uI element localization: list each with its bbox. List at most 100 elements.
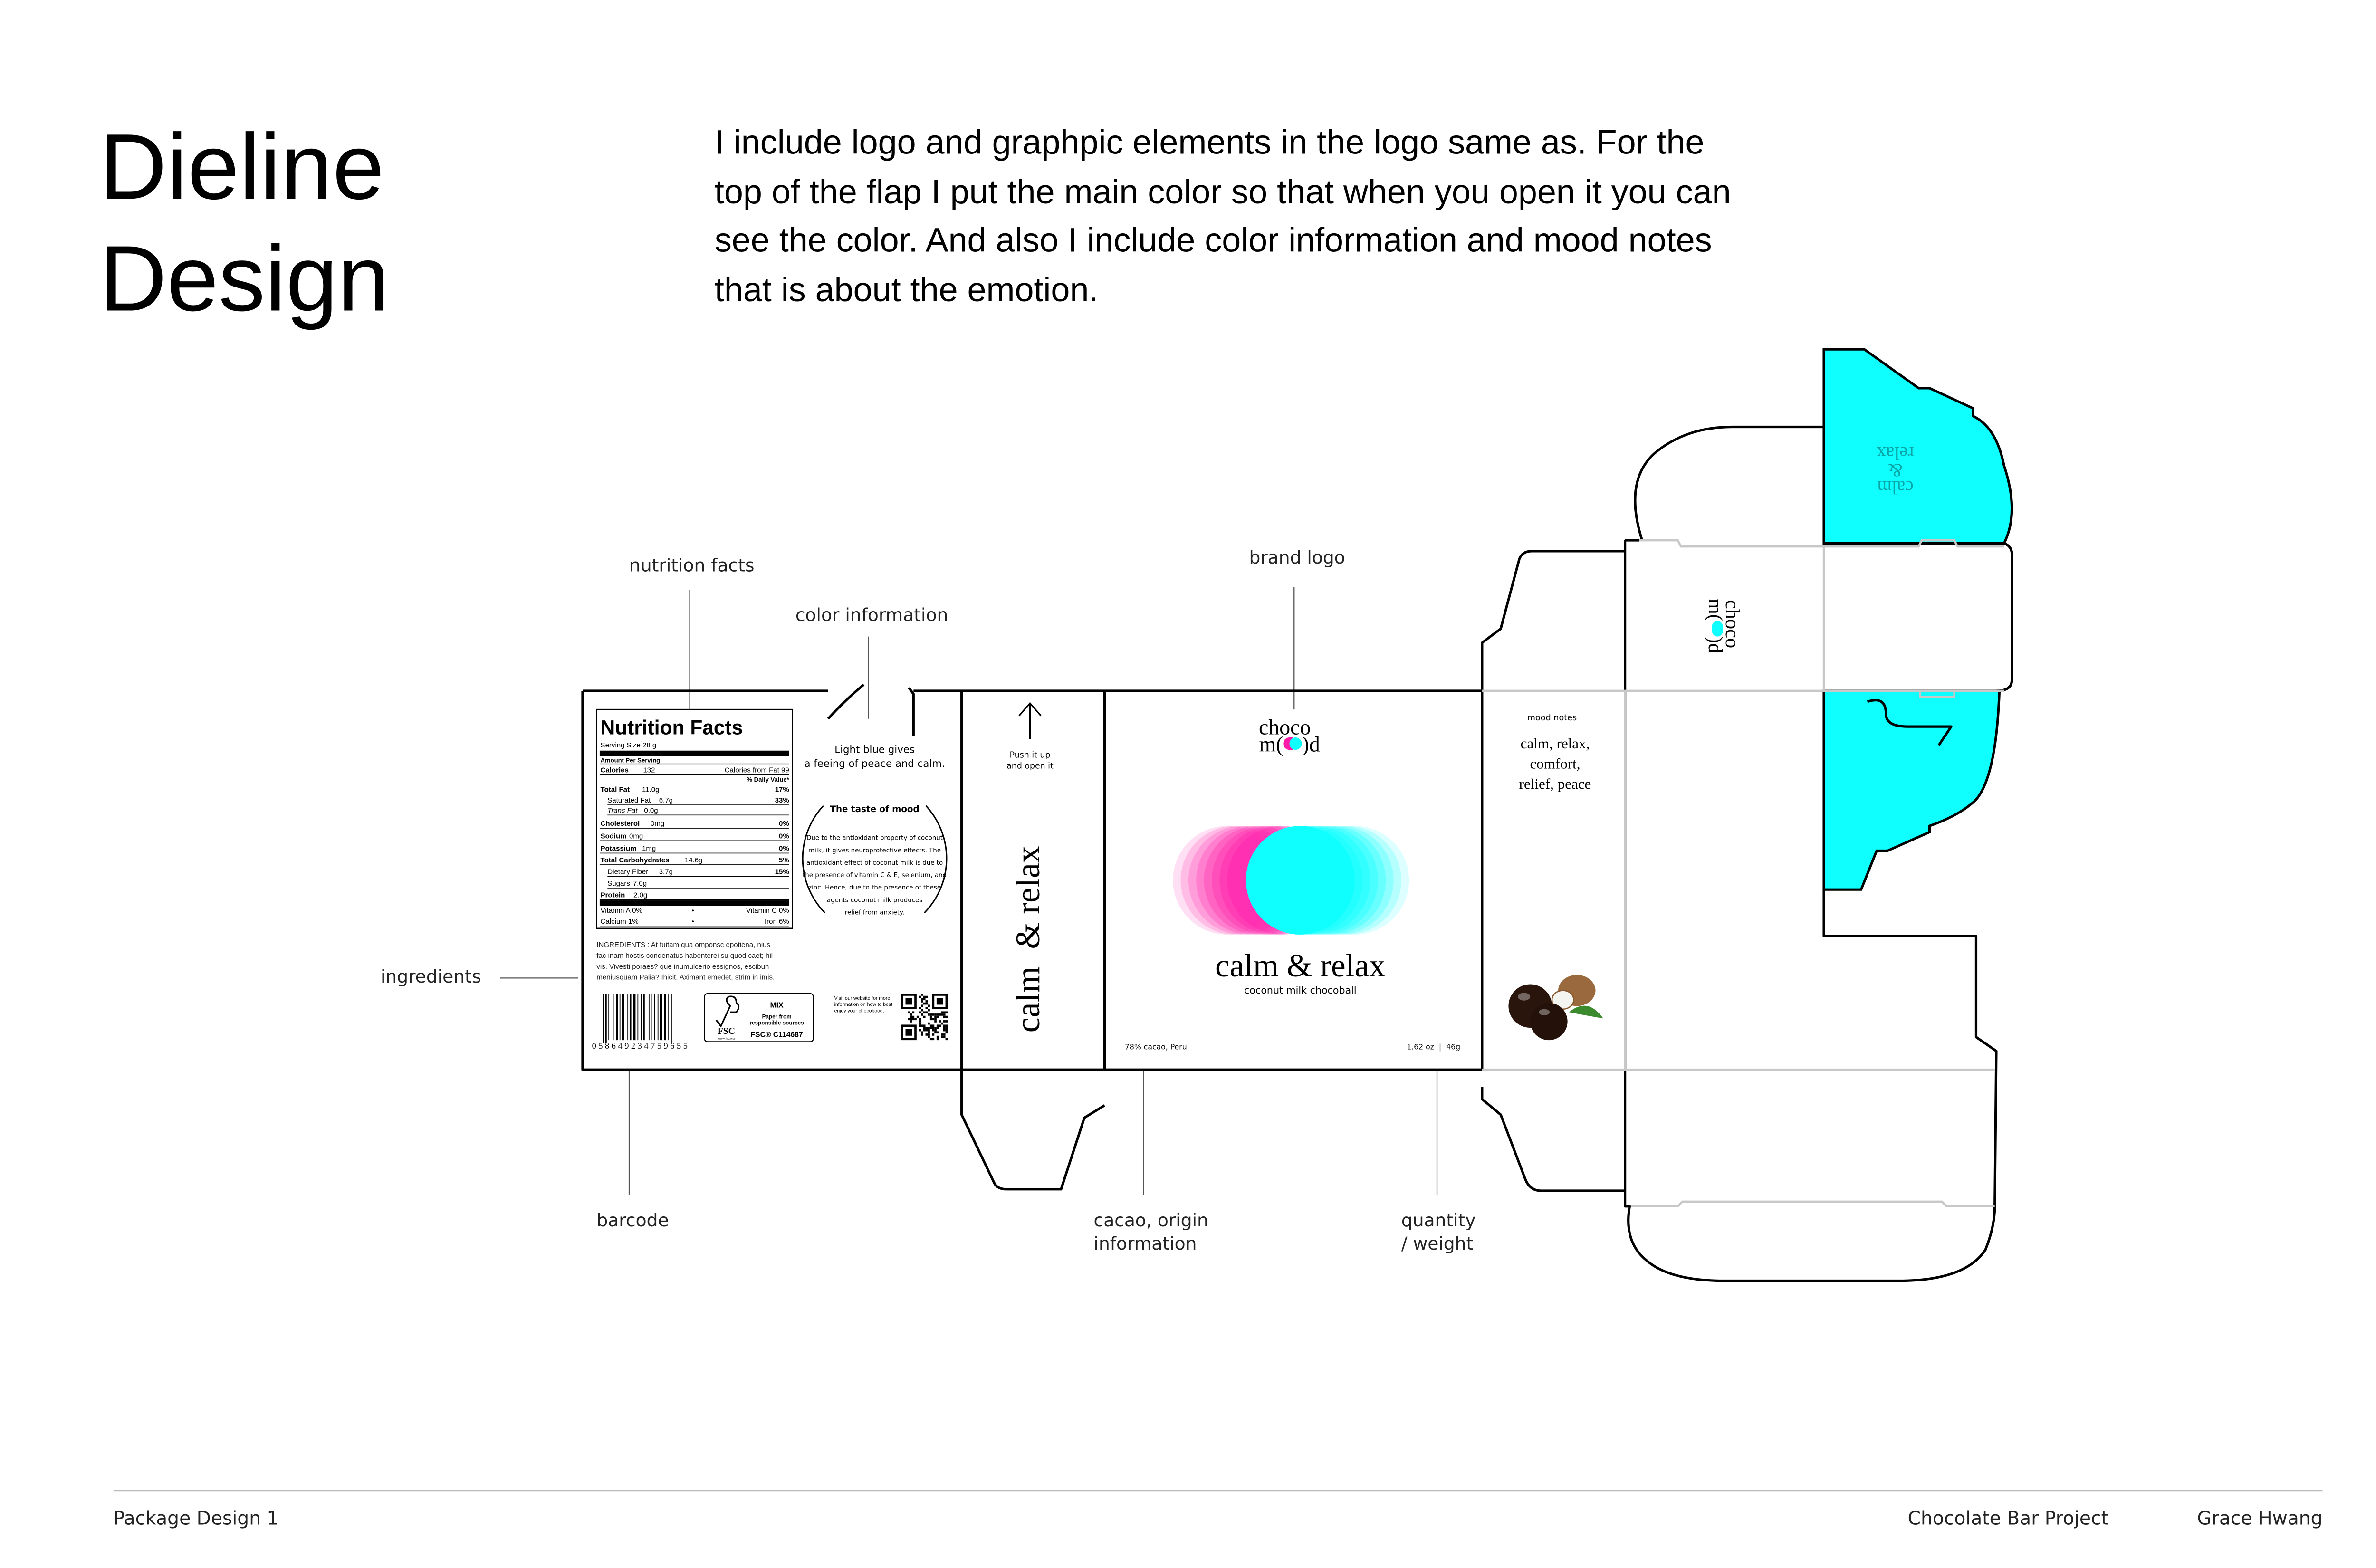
barcode-bar — [613, 994, 614, 1041]
mood-note-line: relief, peace — [1519, 775, 1591, 792]
nutrition-title: Nutrition Facts — [601, 717, 743, 739]
callout-brand-logo: brand logo — [1249, 547, 1345, 568]
barcode-bar — [654, 994, 655, 1041]
cacao-origin: 78% cacao, Peru — [1125, 1042, 1187, 1052]
barcode-bar — [605, 994, 607, 1043]
side-vertical-title: calm & relax — [1009, 846, 1047, 1033]
qr-module — [943, 1013, 946, 1016]
qr-module — [934, 1020, 937, 1023]
side-tab-bottom — [1481, 1087, 1625, 1192]
calories-from-fat: Calories from Fat 99 — [725, 766, 789, 774]
qr-module — [921, 1000, 923, 1003]
callout-cacao-origin: information — [1094, 1233, 1197, 1254]
nutrition-row-amount: 0mg — [629, 832, 643, 840]
taste-line: milk, it gives neuroprotective effects. … — [808, 847, 941, 854]
fsc-url: www.fsc.org — [718, 1037, 735, 1040]
qr-module — [910, 1013, 912, 1016]
qr-module — [929, 1024, 932, 1027]
qr-module — [939, 1020, 941, 1023]
nutrition-row-label: Total Carbohydrates — [601, 856, 670, 864]
footer-author: Grace Hwang — [2197, 1508, 2322, 1530]
qr-module — [936, 1015, 939, 1018]
qr-module — [945, 1031, 948, 1034]
flap-line: calm — [1877, 477, 1913, 497]
qr-module — [945, 1027, 948, 1029]
qr-module — [928, 1031, 930, 1034]
callout-quantity: / weight — [1401, 1233, 1473, 1254]
qr-module — [921, 994, 923, 996]
taste-line: relief from anxiety. — [845, 909, 905, 916]
qr-module — [925, 1029, 928, 1032]
qr-module — [925, 1011, 928, 1014]
logo-top: choco — [1721, 600, 1744, 648]
qr-module — [943, 1020, 946, 1023]
footer-project: Chocolate Bar Project — [1908, 1508, 2108, 1530]
footer-left: Package Design 1 — [114, 1508, 279, 1530]
qr-module — [941, 1011, 943, 1014]
ingredients-line: meniusquam Palia? Ihicit. Aximant emedet… — [596, 974, 775, 982]
qr-module — [910, 1020, 912, 1023]
nutrition-row-amount: 14.6g — [685, 856, 703, 864]
qr-module — [934, 1029, 937, 1032]
barcode-bar — [627, 994, 629, 1041]
qr-module — [929, 1038, 932, 1041]
nutrition-row-amount: 11.0g — [642, 785, 659, 794]
qr-module — [928, 1033, 930, 1036]
mood-note-line: comfort, — [1530, 755, 1580, 772]
logo-o-icon — [1712, 621, 1723, 637]
qr-module — [919, 995, 921, 998]
qr-module — [928, 1035, 930, 1038]
push-line: and open it — [1006, 761, 1054, 771]
qr-module — [929, 1027, 932, 1029]
product-name: calm & relax — [1215, 947, 1385, 984]
description: I include logo and graphpic elements in … — [715, 123, 1731, 308]
nutrition-row-label: Cholesterol — [601, 820, 640, 828]
qr-module — [945, 1029, 948, 1032]
fsc-code: FSC® C114687 — [751, 1031, 803, 1039]
taste-line: agents coconut milk produces — [827, 897, 922, 904]
qr-module — [923, 1002, 926, 1005]
barcode-bar — [616, 994, 618, 1041]
tuck-slot-curve — [1867, 698, 1953, 746]
calories-label: Calories — [601, 766, 629, 774]
nutrition-row-dv: 0% — [779, 844, 789, 852]
top-notch — [827, 683, 915, 736]
title-line: Design — [99, 226, 390, 331]
qr-module — [908, 1011, 910, 1014]
qr-module — [929, 1013, 932, 1016]
qr-module — [921, 1004, 923, 1007]
qr-module — [943, 1033, 946, 1036]
qr-module — [908, 1018, 910, 1021]
taste-line: the presence of vitamin C & E, selenium,… — [803, 872, 947, 879]
qr-module — [923, 1029, 926, 1032]
qr-module — [936, 1027, 939, 1029]
barcode-bar — [619, 994, 621, 1041]
description-line: top of the flap I put the main color so … — [715, 173, 1731, 211]
nutrition-row-amount: 2.0g — [633, 891, 647, 899]
nutrition-row-label: Protein — [601, 891, 625, 899]
qr-module — [921, 1024, 923, 1027]
nutrition-row-amount: 0.0g — [644, 806, 658, 814]
brand-logo: choco m( )d — [1259, 715, 1320, 756]
qr-module — [936, 1031, 939, 1034]
nutrition-row-amount: 6.7g — [659, 796, 673, 804]
callout-barcode: barcode — [596, 1210, 669, 1231]
qr-module — [943, 1027, 946, 1029]
barcode-bar — [633, 994, 636, 1041]
mood-notes-title: mood notes — [1527, 713, 1577, 723]
qr-module — [945, 1011, 948, 1014]
callout-color-information: color information — [795, 604, 948, 625]
ingredients: INGREDIENTS : At fuitam qua omponsc epot… — [596, 941, 775, 982]
tuck-band — [1824, 542, 2013, 692]
nutrition-row-amount: 1mg — [642, 844, 656, 852]
dieline-cut-lines — [581, 348, 2013, 1282]
nutrition-row-label: Trans Fat — [607, 806, 638, 814]
callout-quantity: quantity — [1401, 1210, 1476, 1231]
logo-o-gradient-icon — [1283, 737, 1302, 750]
qr-module — [934, 1015, 937, 1018]
qr-module — [928, 1004, 930, 1007]
qr-module — [912, 1015, 915, 1018]
dieline-fold-lines — [1482, 539, 2004, 1207]
vitamin-right: Iron 6% — [765, 918, 789, 926]
